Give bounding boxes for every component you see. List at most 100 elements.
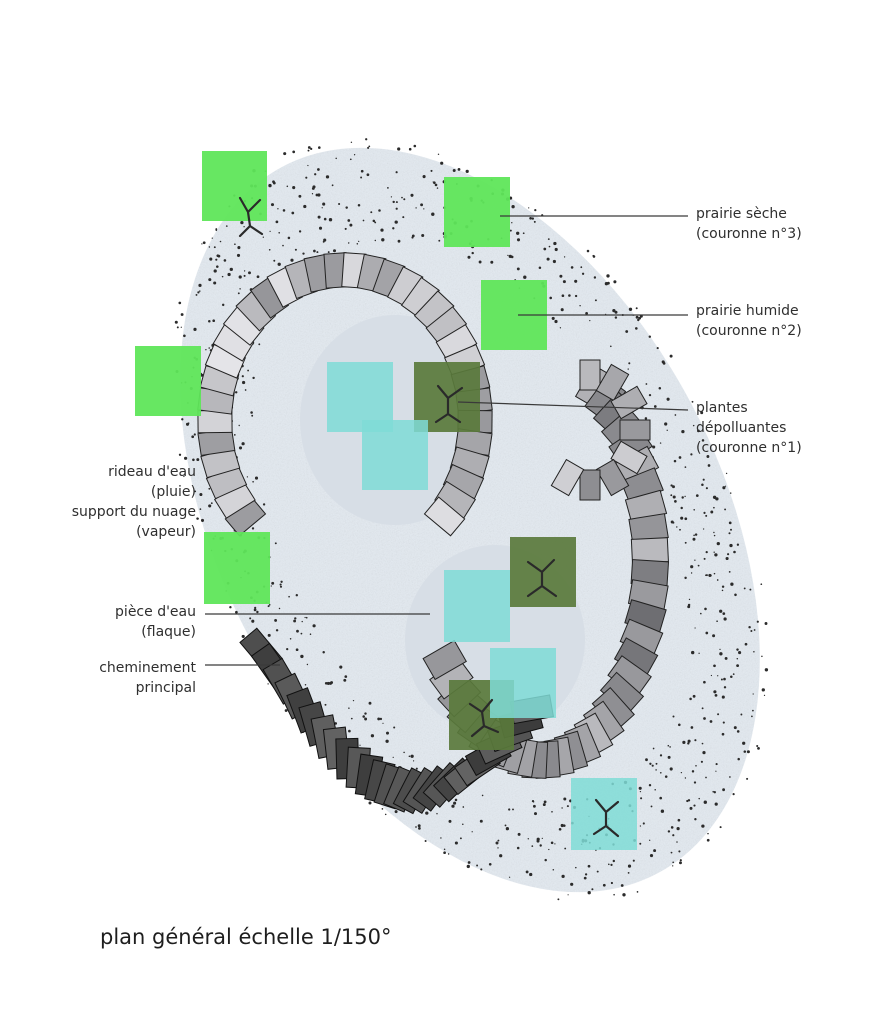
main-path-planks: [239, 627, 555, 815]
stipple-dot: [273, 259, 276, 262]
stipple-dot: [252, 480, 254, 483]
stipple-dot: [559, 327, 562, 329]
stipple-dot: [286, 185, 289, 188]
stipple-dot: [561, 294, 565, 298]
stipple-dot: [656, 347, 659, 350]
stipple-dot: [570, 266, 574, 269]
stipple-dot: [684, 466, 687, 468]
stipple-dot: [241, 442, 245, 446]
stipple-dot: [693, 781, 697, 784]
stipple-dot: [286, 647, 289, 651]
stipple-dot: [412, 760, 415, 762]
stipple-dot: [697, 429, 700, 433]
stipple-dot: [277, 208, 279, 210]
stipple-dot: [516, 231, 520, 235]
stipple-dot: [649, 854, 654, 858]
stipple-dot: [289, 638, 292, 640]
stipple-dot: [362, 219, 365, 222]
stipple-dot: [522, 232, 525, 235]
stipple-dot: [282, 209, 286, 212]
stipple-dot: [331, 184, 334, 187]
stipple-dot: [687, 799, 691, 802]
stipple-dot: [682, 740, 686, 745]
stipple-dot: [712, 634, 716, 638]
stipple-dot: [368, 145, 371, 148]
stipple-dot: [688, 598, 691, 601]
stipple-dot: [408, 147, 412, 151]
dry-meadow-square-1: [202, 151, 267, 221]
stipple-dot: [267, 683, 269, 685]
stipple-dot: [362, 715, 365, 718]
stipple-dot: [705, 550, 708, 554]
stipple-dot: [596, 870, 599, 873]
stipple-dot: [655, 769, 657, 771]
stipple-dot: [193, 327, 197, 332]
stipple-dot: [693, 804, 696, 807]
stipple-dot: [295, 648, 299, 652]
stipple-dot: [323, 238, 327, 242]
stipple-dot: [365, 138, 368, 141]
stipple-dot: [213, 246, 216, 249]
stipple-dot: [667, 755, 671, 759]
stipple-dot: [425, 811, 429, 815]
stipple-dot: [466, 864, 470, 869]
stipple-dot: [672, 834, 675, 837]
stipple-dot: [563, 797, 567, 801]
stipple-dot: [719, 826, 722, 829]
stipple-dot: [703, 800, 707, 804]
stipple-dot: [410, 754, 414, 758]
stipple-dot: [413, 144, 417, 148]
stipple-dot: [210, 502, 213, 505]
stipple-dot: [509, 229, 512, 232]
stipple-dot: [516, 238, 521, 242]
stipple-dot: [614, 310, 618, 314]
stipple-dot: [742, 741, 746, 745]
stipple-dot: [761, 655, 763, 658]
stipple-dot: [567, 894, 569, 896]
stipple-dot: [714, 553, 718, 557]
stipple-dot: [709, 574, 712, 577]
stipple-dot: [201, 243, 203, 245]
stipple-dot: [479, 819, 483, 823]
label-prairie-seche-line2: (couronne n°3): [696, 226, 802, 242]
stipple-dot: [645, 758, 648, 762]
stipple-dot: [613, 280, 617, 284]
stipple-dot: [262, 503, 266, 506]
stipple-dot: [219, 240, 222, 243]
stipple-dot: [508, 254, 512, 259]
stipple-dot: [674, 500, 677, 503]
stipple-dot: [719, 648, 721, 651]
stipple-dot: [593, 276, 597, 279]
stipple-dot: [689, 806, 693, 810]
stipple-dot: [422, 175, 426, 179]
stipple-dot: [395, 207, 398, 210]
stipple-dot: [719, 652, 723, 656]
stipple-dot: [443, 848, 446, 850]
stipple-dot: [408, 755, 411, 758]
stipple-dot: [523, 275, 527, 279]
stipple-dot: [198, 283, 202, 287]
stipple-dot: [200, 373, 204, 377]
stipple-dot: [364, 717, 368, 721]
stipple-dot: [481, 794, 484, 797]
stipple-dot: [415, 767, 418, 770]
stipple-dot: [670, 494, 673, 497]
stipple-dot: [304, 684, 307, 686]
stipple-dot: [705, 574, 707, 577]
stipple-dot: [253, 608, 257, 612]
stipple-dot: [753, 650, 755, 653]
stipple-dot: [366, 173, 370, 177]
stipple-dot: [690, 565, 694, 569]
stipple-dot: [511, 205, 515, 209]
stipple-dot: [304, 616, 306, 619]
stipple-dot: [542, 803, 546, 807]
stipple-dot: [628, 362, 631, 365]
stipple-dot: [638, 786, 642, 790]
stipple-dot: [660, 809, 665, 813]
stipple-dot: [249, 617, 252, 620]
label-prairie-seche-line1: prairie sèche: [696, 206, 787, 222]
stipple-dot: [239, 288, 241, 290]
stipple-dot: [761, 688, 765, 692]
stipple-dot: [348, 707, 350, 709]
stipple-dot: [672, 521, 675, 524]
